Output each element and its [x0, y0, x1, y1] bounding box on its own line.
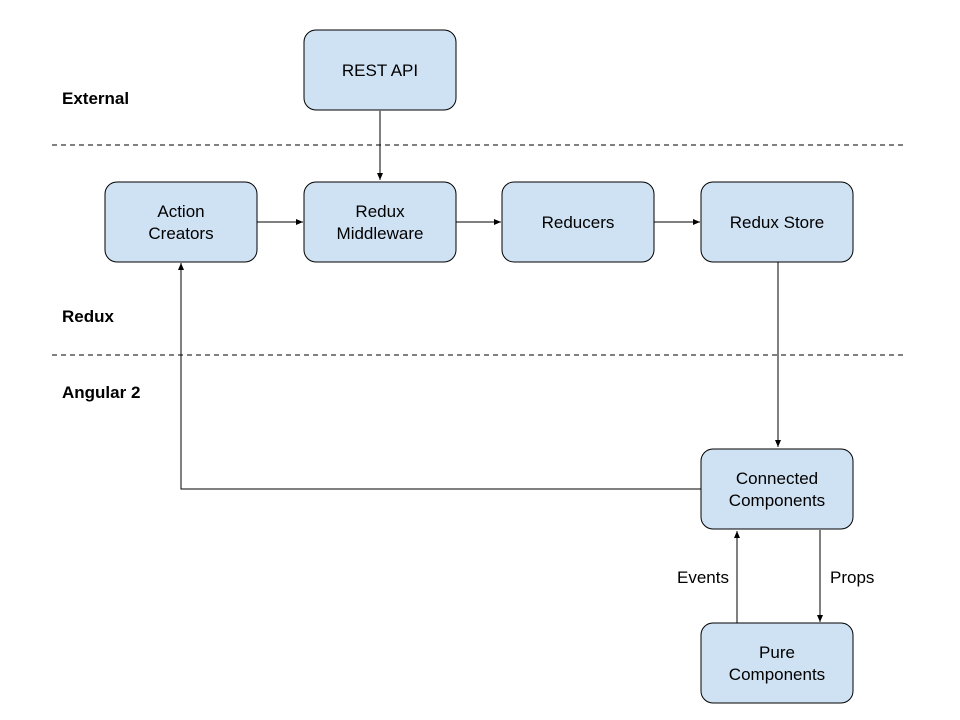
- node-label: Pure: [759, 643, 795, 662]
- node-label: Middleware: [337, 224, 424, 243]
- node-connected-components: Connected Components: [700, 448, 854, 530]
- node-label: Components: [729, 665, 825, 684]
- layer-label-redux: Redux: [62, 307, 115, 326]
- node-label: Components: [729, 491, 825, 510]
- edge-connected-to-action-creators: [178, 263, 702, 490]
- node-action-creators: Action Creators: [104, 181, 258, 263]
- node-label: Action: [157, 202, 204, 221]
- layer-label-angular: Angular 2: [62, 383, 140, 402]
- node-label: Redux: [355, 202, 405, 221]
- node-reducers: Reducers: [501, 181, 655, 263]
- node-redux-store: Redux Store: [700, 181, 854, 263]
- node-rest-api: REST API: [303, 29, 457, 111]
- edge-label-props: Props: [830, 568, 874, 587]
- node-redux-middleware: Redux Middleware: [303, 181, 457, 263]
- node-label: Reducers: [542, 213, 615, 232]
- layer-label-external: External: [62, 89, 129, 108]
- node-pure-components: Pure Components: [700, 622, 854, 704]
- node-label: Redux Store: [730, 213, 825, 232]
- node-label: Creators: [148, 224, 213, 243]
- edge-label-events: Events: [677, 568, 729, 587]
- node-label: Connected: [736, 469, 818, 488]
- node-label: REST API: [342, 61, 418, 80]
